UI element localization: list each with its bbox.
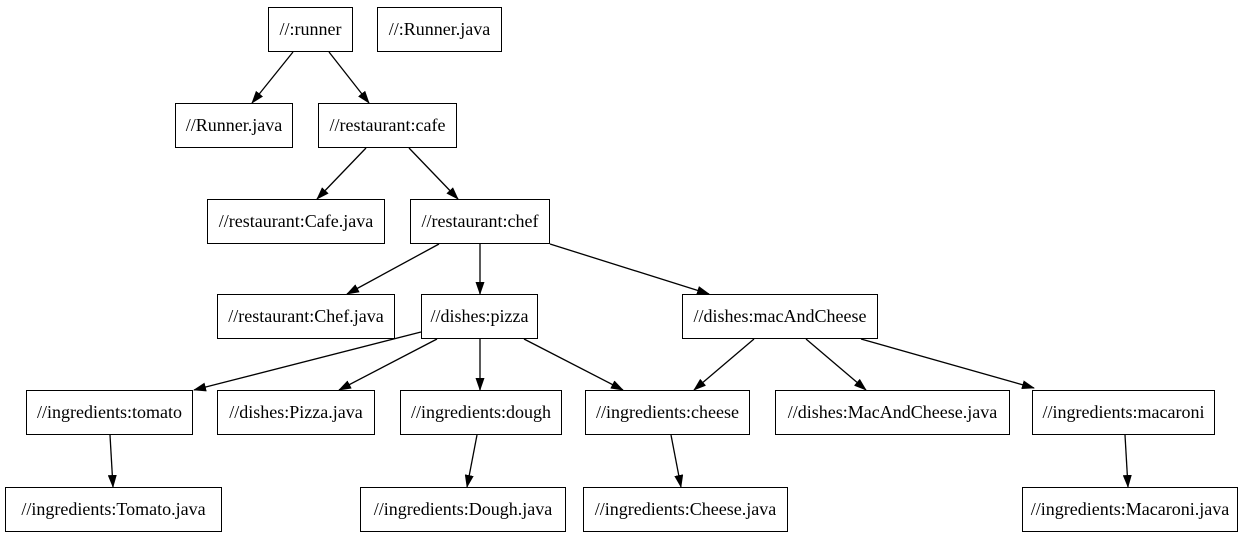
node-chef-java: //restaurant:Chef.java [217,294,395,339]
edge-mac-and-cheese-to-cheese [693,338,755,391]
node-pizza-java: //dishes:Pizza.java [217,390,375,435]
node-tomato-java: //ingredients:Tomato.java [5,487,222,532]
node-pizza: //dishes:pizza [421,294,538,339]
node-mac-and-cheese-java: //dishes:MacAndCheese.java [775,390,1010,435]
node-cheese-java: //ingredients:Cheese.java [583,487,788,532]
node-runner-java: //Runner.java [175,103,293,148]
node-cafe: //restaurant:cafe [318,103,457,148]
edge-tomato-to-tomato-java [107,434,117,488]
node-macaroni-java: //ingredients:Macaroni.java [1022,487,1238,532]
edge-mac-and-cheese-to-mac-and-cheese-java [805,338,867,391]
edge-chef-to-chef-java [346,243,440,295]
node-mac-and-cheese: //dishes:macAndCheese [682,294,878,339]
node-macaroni: //ingredients:macaroni [1032,390,1215,435]
edge-cafe-to-cafe-java [316,147,367,200]
edge-chef-to-mac-and-cheese [549,243,710,295]
node-chef: //restaurant:chef [410,199,550,244]
edge-cafe-to-chef [408,147,459,200]
node-cafe-java: //restaurant:Cafe.java [207,199,385,244]
edge-mac-and-cheese-to-macaroni [860,338,1035,390]
edge-cheese-to-cheese-java [670,434,684,488]
edge-runner-to-cafe [328,51,370,104]
edge-pizza-to-cheese [523,338,624,391]
edge-dough-to-dough-java [464,434,478,488]
node-cheese: //ingredients:cheese [585,390,750,435]
edge-macaroni-to-macaroni-java [1122,434,1132,488]
edge-pizza-to-tomato [193,331,422,392]
node-dough: //ingredients:dough [400,390,562,435]
node-runner: //:runner [268,7,353,52]
node-tomato: //ingredients:tomato [26,390,193,435]
node-runner-java-src: //:Runner.java [377,7,502,52]
edge-pizza-to-pizza-java [338,338,438,391]
edge-runner-to-runner-java [251,51,294,104]
node-dough-java: //ingredients:Dough.java [360,487,566,532]
